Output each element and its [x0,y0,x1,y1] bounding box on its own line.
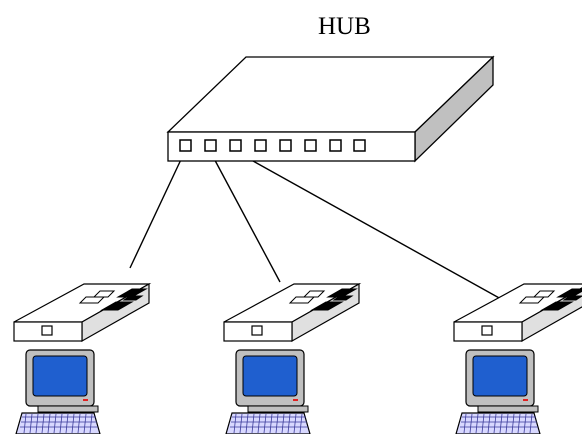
monitor-screen [242,355,298,397]
hub-port-3 [229,139,242,152]
computer-base [477,405,539,413]
keyboard [225,412,311,434]
computer-icon [455,349,541,434]
network-card-icon [13,282,152,343]
monitor-screen [472,355,528,397]
hub-port-5 [279,139,292,152]
keyboard [15,412,101,434]
power-led [523,399,528,401]
hub-port-7 [329,139,342,152]
hub-port-8 [353,139,366,152]
cable-station-2 [209,150,281,283]
power-led [83,399,88,401]
monitor-screen [32,355,88,397]
network-card-icon [223,282,362,343]
hub-port-4 [254,139,267,152]
workstation-3 [453,283,582,434]
hub-port-2 [204,139,217,152]
workstations [13,282,582,434]
computer-base [247,405,309,413]
hub-port-1 [179,139,192,152]
network-cables [129,150,511,305]
cable-station-1 [129,150,186,269]
keyboard [455,412,541,434]
power-led [293,399,298,401]
computer-icon [15,349,101,434]
computer-icon [225,349,311,434]
workstation-1 [13,282,152,434]
hub-ports [179,139,366,152]
network-card-icon [453,283,582,343]
computer-base [37,405,99,413]
hub-device [166,55,495,163]
cable-station-3 [234,150,511,305]
hub-port-6 [304,139,317,152]
workstation-2 [223,282,362,434]
hub-label: HUB [318,13,371,40]
